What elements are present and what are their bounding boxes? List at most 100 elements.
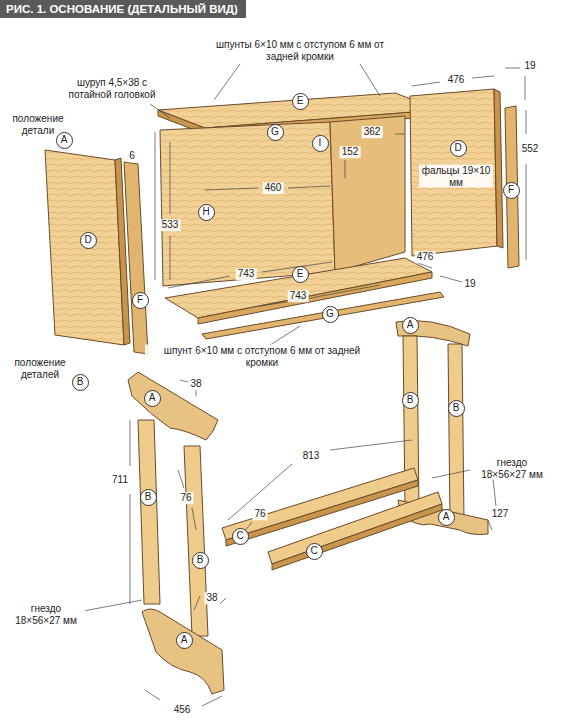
part-callout: A xyxy=(402,317,419,334)
dimension-label: 152 xyxy=(340,146,361,158)
back-panel xyxy=(160,122,335,286)
dimension-line xyxy=(130,420,131,604)
dimension-label: 476 xyxy=(446,74,467,86)
part-callout: B xyxy=(72,374,89,391)
callout-letter: B xyxy=(145,492,152,502)
callout-letter: A xyxy=(181,635,188,645)
callout-letter: A xyxy=(61,135,68,145)
part-callout: G xyxy=(322,306,339,323)
leader-line xyxy=(150,104,170,118)
part-callout: E xyxy=(292,93,309,110)
dimension-label: 456 xyxy=(172,704,193,716)
part-callout: I xyxy=(312,135,329,152)
part-callout: A xyxy=(56,132,73,149)
stretcher-edge xyxy=(272,504,442,570)
bottom-strip xyxy=(202,292,444,339)
callout-letter: H xyxy=(202,207,209,217)
leader-line xyxy=(432,470,470,478)
part-callout: C xyxy=(306,543,323,560)
part-callout: F xyxy=(503,182,520,199)
callout-letter: B xyxy=(77,377,84,387)
dimension-line xyxy=(178,470,196,530)
dimension-label: 533 xyxy=(160,219,181,231)
dimension-label: 38 xyxy=(204,592,219,604)
part-callout: D xyxy=(80,232,97,249)
dimension-label: 19 xyxy=(462,278,477,290)
note-label: шуруп 4,5×38 с потайной головкой xyxy=(55,77,169,100)
note-label: гнездо 18×56×27 мм xyxy=(7,603,85,626)
leg xyxy=(448,344,464,520)
part-callout: B xyxy=(402,392,419,409)
callout-letter: E xyxy=(297,96,304,106)
callout-letter: D xyxy=(84,235,91,245)
dimension-label: 743 xyxy=(288,290,309,302)
note-label: гнездо 18×56×27 мм xyxy=(474,457,550,480)
part-callout: F xyxy=(132,292,149,309)
part-callout: A xyxy=(144,390,161,407)
callout-letter: B xyxy=(197,555,204,565)
dimension-label: 127 xyxy=(490,508,511,520)
leg xyxy=(138,420,160,604)
leg xyxy=(184,446,208,636)
callout-letter: C xyxy=(310,546,317,556)
callout-letter: G xyxy=(326,309,334,319)
note-label: положение деталей xyxy=(3,357,77,380)
part-callout: A xyxy=(176,632,193,649)
part-callout: D xyxy=(450,140,467,157)
foot xyxy=(142,609,224,694)
dimension-line xyxy=(168,262,332,288)
bottom-panel xyxy=(165,258,432,318)
dimension-line xyxy=(505,68,526,260)
callout-letter: G xyxy=(271,127,279,137)
callout-letter: B xyxy=(453,403,460,413)
side-panel-right xyxy=(410,89,497,256)
callout-letter: B xyxy=(407,395,414,405)
part-callout: H xyxy=(198,204,215,221)
dimension-line xyxy=(155,132,170,280)
part-callout: B xyxy=(140,489,157,506)
dimension-label: 76 xyxy=(252,508,267,520)
dimension-line xyxy=(415,262,462,282)
dimension-and-leader-lines xyxy=(78,64,526,706)
dimension-label: 813 xyxy=(301,450,322,462)
wood-parts xyxy=(45,89,519,694)
part-callout: C xyxy=(232,528,249,545)
dimension-label: 362 xyxy=(362,126,383,138)
note-label: фальцы 19×10 мм xyxy=(419,165,493,188)
leader-line xyxy=(270,326,300,345)
dimension-label: 76 xyxy=(178,492,193,504)
dimension-label: 552 xyxy=(520,143,541,155)
side-panel xyxy=(330,116,405,272)
dimension-line xyxy=(260,285,380,306)
dimension-label: 711 xyxy=(110,474,130,486)
part-callout: E xyxy=(292,266,309,283)
callout-letter: A xyxy=(149,393,156,403)
dimension-label: 460 xyxy=(263,182,284,194)
note-label: шпунт 6×10 мм с отступом 6 мм от задней … xyxy=(145,345,379,368)
rabbet-edge xyxy=(494,89,503,248)
face-strip-left xyxy=(124,162,148,354)
callout-letter: F xyxy=(137,295,143,305)
stretcher xyxy=(268,492,442,564)
callout-letter: C xyxy=(236,531,243,541)
note-label: шпунты 6×10 мм с отступом 6 мм от задней… xyxy=(198,39,402,62)
dimension-label: 19 xyxy=(522,60,537,72)
dimension-label: 38 xyxy=(188,378,203,390)
part-callout: B xyxy=(448,400,465,417)
side-panel-left xyxy=(45,150,124,345)
callout-letter: I xyxy=(319,138,322,148)
callout-letter: D xyxy=(454,143,461,153)
figure-title: РИС. 1. ОСНОВАНИЕ (ДЕТАЛЬНЫЙ ВИД) xyxy=(0,0,246,18)
callout-letter: A xyxy=(443,512,450,522)
dimension-label: 476 xyxy=(415,251,436,263)
part-callout: G xyxy=(267,124,284,141)
part-callout: A xyxy=(438,509,455,526)
dimension-label: 743 xyxy=(236,268,257,280)
dimension-line xyxy=(228,440,412,520)
leader-line xyxy=(78,600,142,612)
callout-letter: A xyxy=(407,320,414,330)
dimension-label: 6 xyxy=(127,150,137,162)
part-callout: B xyxy=(192,552,209,569)
callout-letter: E xyxy=(297,269,304,279)
callout-letter: F xyxy=(508,185,514,195)
